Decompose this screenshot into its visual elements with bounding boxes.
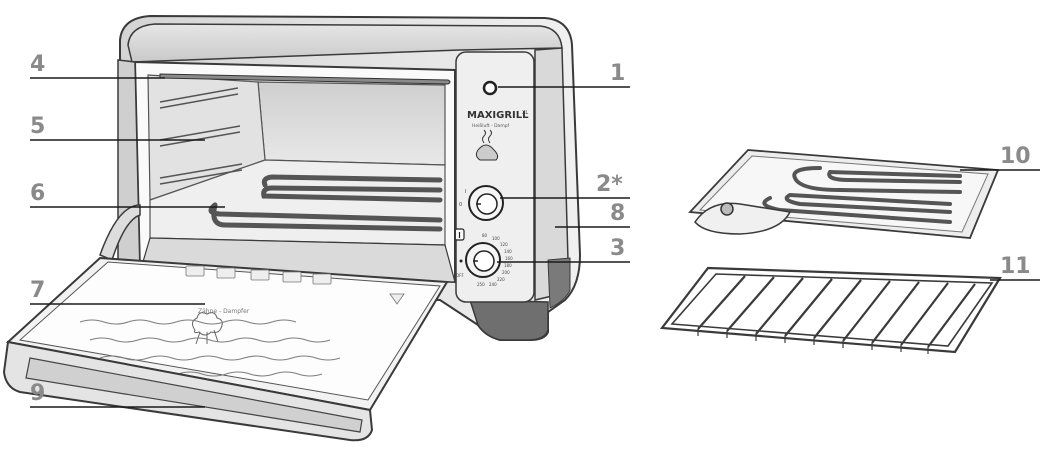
temp-mark-120: 120 [500, 242, 508, 247]
callout-9: 9 [30, 381, 46, 406]
rack-guides [159, 87, 243, 185]
leader-lines [30, 77, 1040, 408]
baking-tray [688, 149, 1000, 239]
temp-mark-80: 80 [482, 233, 488, 238]
temp-mark-140: 140 [504, 249, 512, 254]
wire-rack [659, 266, 1002, 354]
oven-door: Zähne - Dampfer [2, 256, 449, 442]
timer-knob[interactable] [468, 185, 504, 221]
temp-mark-180: 180 [504, 263, 512, 268]
info-icon [454, 228, 465, 241]
callout-5: 5 [30, 114, 46, 139]
temp-mark-240: 240 [489, 282, 497, 287]
temp-mark-100: 100 [492, 236, 500, 241]
temperature-knob[interactable] [465, 242, 501, 278]
bottom-heating-element [208, 174, 443, 232]
power-indicator-icon [482, 80, 498, 96]
steam-cloud-icon [191, 312, 223, 345]
panel-brand: MAXIGRILL [467, 110, 529, 121]
panel-brand-mark: XL [522, 110, 528, 116]
callout-3: 3 [610, 236, 626, 261]
timer-mark-on: I [465, 189, 466, 195]
callout-7: 7 [30, 278, 46, 303]
callout-2: 2* [596, 172, 623, 197]
callout-8: 8 [610, 201, 626, 226]
callout-11: 11 [1000, 254, 1031, 279]
oven-cavity [133, 60, 456, 284]
temp-mark-160: 160 [505, 256, 513, 261]
top-heating-element [159, 73, 451, 85]
temp-mark-220: 220 [497, 277, 505, 282]
temp-mark-250: 250 [477, 282, 485, 287]
timer-mark-off: 0 [459, 202, 462, 208]
callout-10: 10 [1000, 144, 1031, 169]
door-symbols [185, 265, 405, 305]
temp-dot-icon [459, 259, 463, 263]
door-caption: Zähne - Dampfer [198, 308, 250, 315]
control-panel: MAXIGRILL XL Heißluft - Dampf I 0 OFF 80… [454, 51, 535, 303]
temp-mark-off: OFF [456, 273, 464, 278]
steam-symbol-icon [475, 129, 499, 161]
temp-mark-200: 200 [502, 270, 510, 275]
callout-4: 4 [30, 52, 46, 77]
panel-mode-caption: Heißluft - Dampf [472, 123, 510, 129]
callout-1: 1 [610, 61, 626, 86]
callout-6: 6 [30, 181, 46, 206]
tray-connector-icon [720, 202, 734, 216]
